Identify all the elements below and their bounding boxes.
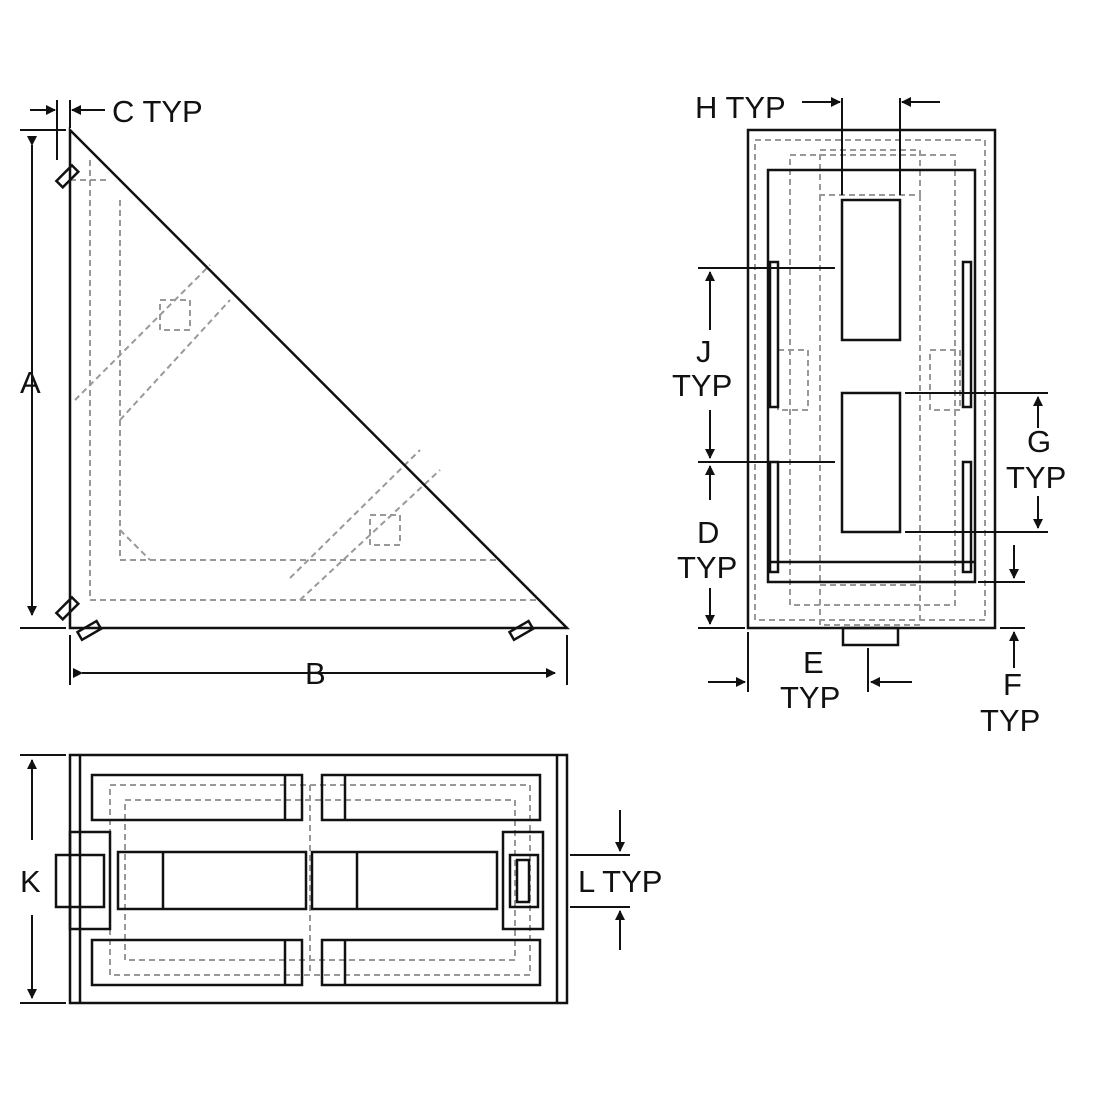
dim-g [905,392,1048,668]
end-view: H TYP J TYP D TYP G TYP F TYP [672,90,1066,738]
label-e-typ: TYP [780,680,840,715]
label-d: D [697,515,719,550]
label-b: B [305,656,326,691]
label-e: E [803,645,824,680]
end-side-slots [768,260,973,574]
gusset-outline [68,126,571,630]
bottom-outline [68,753,569,1005]
end-inner [766,168,977,584]
end-hidden-lines [754,139,986,626]
dim-e [708,632,912,692]
label-g: G [1027,424,1051,459]
dim-k [20,754,66,1004]
corner-slots [54,163,535,642]
bottom-view: K L TYP [20,753,662,1005]
label-d-typ: TYP [677,550,737,585]
bottom-hidden-lines [109,784,531,976]
label-j-typ: TYP [672,368,732,403]
dim-l [570,810,630,950]
label-h: H TYP [695,90,786,125]
bottom-slots [54,773,545,987]
end-tab [841,626,900,647]
dim-c [30,100,105,160]
label-f: F [1003,667,1022,702]
end-window-top [840,198,902,342]
dim-h [802,97,940,195]
bottom-edges [78,755,559,1003]
label-k: K [20,864,41,899]
label-f-typ: TYP [980,703,1040,738]
end-window-bottom [840,391,902,534]
dim-j [698,267,835,629]
label-a: A [20,365,41,400]
end-outline [746,128,997,630]
dim-b [69,635,568,685]
side-view: A B C TYP [20,94,571,691]
side-hidden-lines [70,160,540,601]
label-l: L TYP [578,864,662,899]
label-g-typ: TYP [1006,460,1066,495]
label-c: C TYP [112,94,203,129]
label-j: J [696,334,712,369]
dim-a [20,129,66,629]
